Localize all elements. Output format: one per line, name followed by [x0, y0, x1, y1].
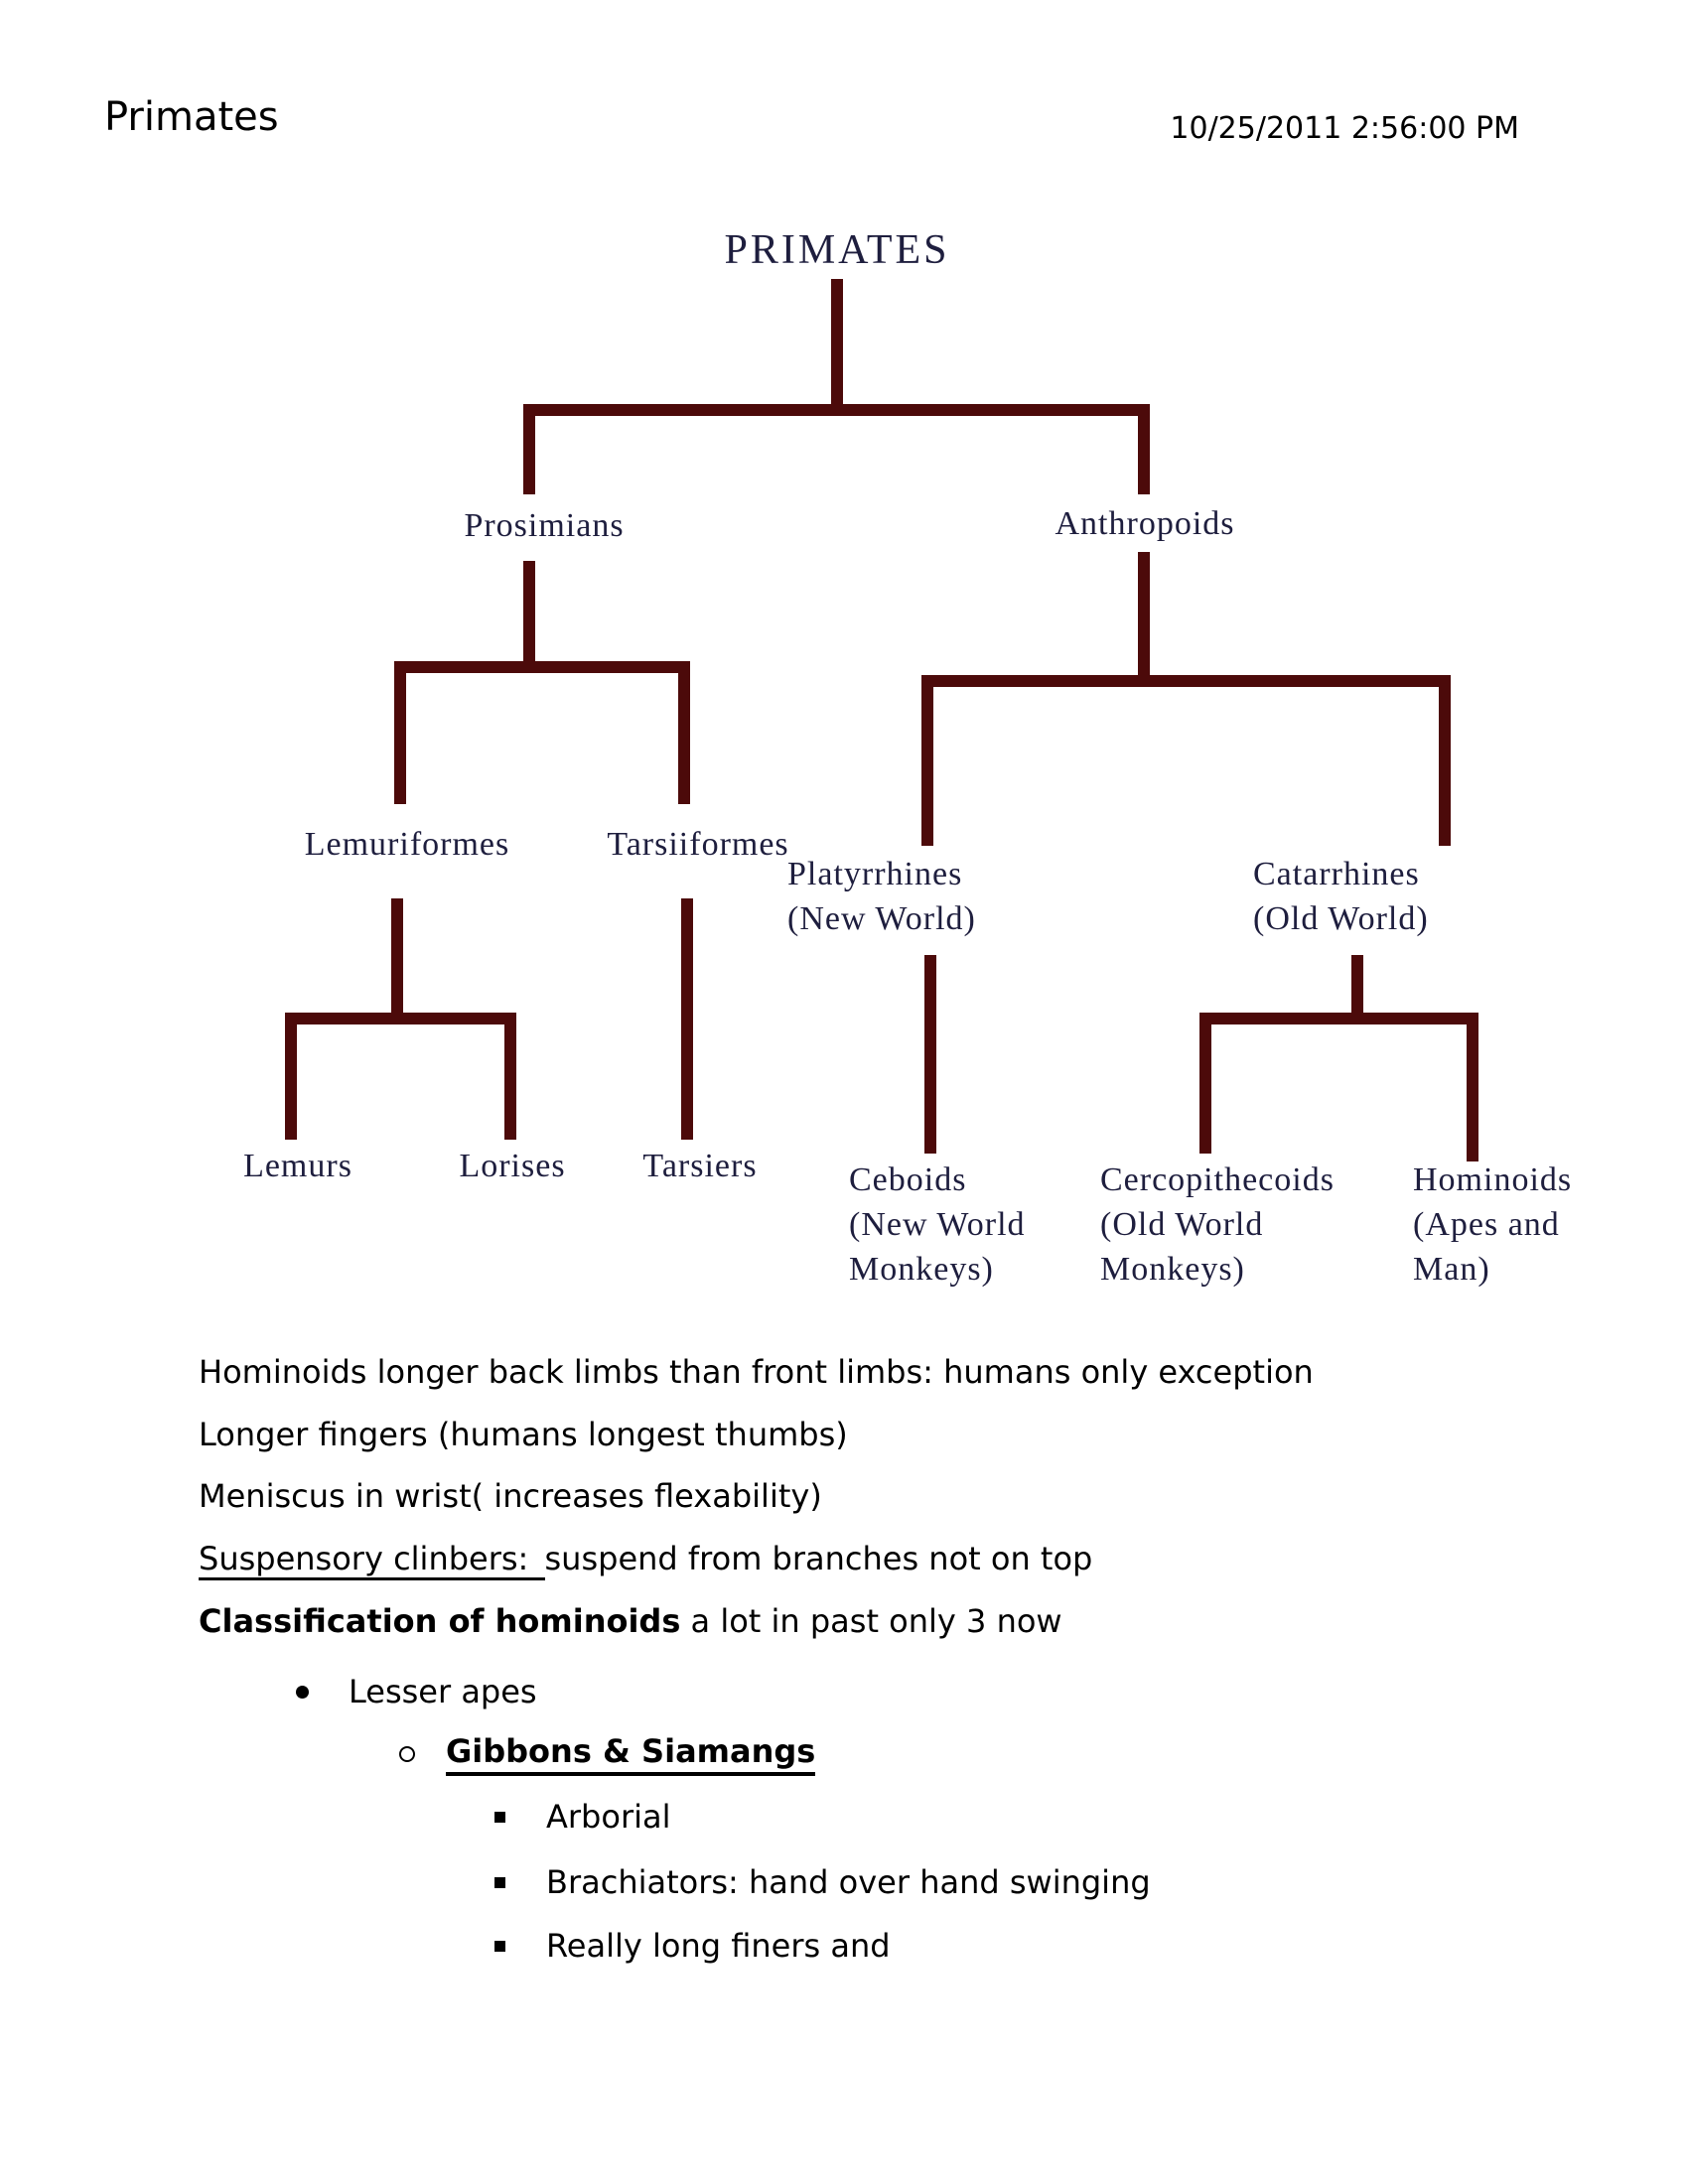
tree-line-lemuriformes-bottom [391, 898, 403, 1024]
note-line-classification: Classification of hominoids a lot in pas… [199, 1602, 1062, 1640]
tree-node-lemuriformes: Lemuriformes [304, 826, 510, 863]
bullet-text: Gibbons & Siamangs [446, 1732, 816, 1776]
tree-node-catarrhines: Catarrhines (Old World) [1253, 856, 1429, 937]
note-line-meniscus: Meniscus in wrist( increases flexability… [199, 1477, 822, 1515]
note-line-suspensory: Suspensory clinbers: suspend from branch… [199, 1540, 1093, 1580]
filled-square-bullet-icon [494, 1811, 505, 1823]
tree-line-lemuriformes-top [394, 661, 406, 804]
tree-line-tarsiiformes-top [678, 661, 690, 804]
note-suspensory-rest: suspend from branches not on top [544, 1540, 1093, 1577]
filled-square-bullet-icon [494, 1876, 505, 1888]
tree-node-platyrrhines: Platyrrhines (New World) [787, 856, 976, 937]
tree-line-level1-horizontal [523, 404, 1150, 416]
bullet-item-lesser-apes: Lesser apes [296, 1670, 537, 1713]
tree-line-lemurs [285, 1013, 297, 1140]
bullet-item-arborial: Arborial [494, 1795, 670, 1839]
bullet-text: Arborial [546, 1798, 671, 1836]
tree-node-primates: PRIMATES [724, 227, 950, 273]
tree-line-catarrhines-top [1439, 675, 1451, 846]
bullet-text: Lesser apes [349, 1673, 537, 1710]
tree-node-tarsiers: Tarsiers [642, 1148, 758, 1184]
tree-line-cercopithecoids [1199, 1013, 1211, 1154]
tree-line-ceboids [924, 955, 936, 1154]
tree-line-prosimians-bottom [523, 561, 535, 673]
note-classification-bold: Classification of hominoids [199, 1602, 681, 1640]
tree-node-cercopithecoids: Cercopithecoids (Old World Monkeys) [1100, 1161, 1335, 1288]
tree-line-catarrhines-split-horizontal [1199, 1013, 1478, 1024]
hollow-circle-bullet-icon [399, 1746, 415, 1762]
bullet-text: Really long finers and [546, 1927, 891, 1965]
tree-line-root-vertical [831, 279, 843, 416]
tree-line-lorises [504, 1013, 516, 1140]
bullet-item-really-long-finers: Really long finers and [494, 1924, 891, 1968]
note-line-longer-fingers: Longer fingers (humans longest thumbs) [199, 1416, 848, 1453]
filled-circle-bullet-icon [296, 1685, 309, 1699]
tree-line-anthropoids-split-horizontal [921, 675, 1451, 687]
tree-node-anthropoids: Anthropoids [1055, 505, 1235, 542]
bullet-text: Brachiators: hand over hand swinging [546, 1863, 1151, 1901]
bullet-item-gibbons-siamangs: Gibbons & Siamangs [399, 1732, 816, 1776]
tree-node-lorises: Lorises [459, 1148, 566, 1184]
tree-line-hominoids [1467, 1013, 1478, 1161]
tree-line-lemuriformes-split-horizontal [285, 1013, 516, 1024]
tree-line-tarsiers [681, 898, 693, 1140]
filled-square-bullet-icon [494, 1940, 505, 1952]
page-title: Primates [104, 94, 279, 140]
tree-line-anthropoids-bottom [1138, 552, 1150, 687]
bullet-item-brachiators: Brachiators: hand over hand swinging [494, 1860, 1151, 1904]
tree-node-prosimians: Prosimians [464, 507, 625, 544]
tree-line-anthropoids-top [1138, 404, 1150, 494]
tree-line-prosimians-top [523, 404, 535, 494]
tree-node-hominoids: Hominoids (Apes and Man) [1413, 1161, 1573, 1288]
note-classification-rest: a lot in past only 3 now [680, 1602, 1062, 1640]
tree-node-tarsiiformes: Tarsiiformes [607, 826, 789, 863]
note-suspensory-underlined: Suspensory clinbers: [199, 1540, 545, 1580]
document-timestamp: 10/25/2011 2:56:00 PM [1170, 111, 1519, 146]
tree-line-prosimians-split-horizontal [394, 661, 690, 673]
primates-taxonomy-tree: PRIMATES Prosimians Anthropoids Lemurifo… [243, 227, 1573, 1288]
note-line-hominoids-limbs: Hominoids longer back limbs than front l… [199, 1353, 1314, 1391]
tree-line-catarrhines-bottom [1351, 955, 1363, 1024]
tree-line-platyrrhines-top [921, 675, 933, 846]
tree-node-ceboids: Ceboids (New World Monkeys) [849, 1161, 1026, 1288]
tree-node-lemurs: Lemurs [243, 1148, 352, 1184]
